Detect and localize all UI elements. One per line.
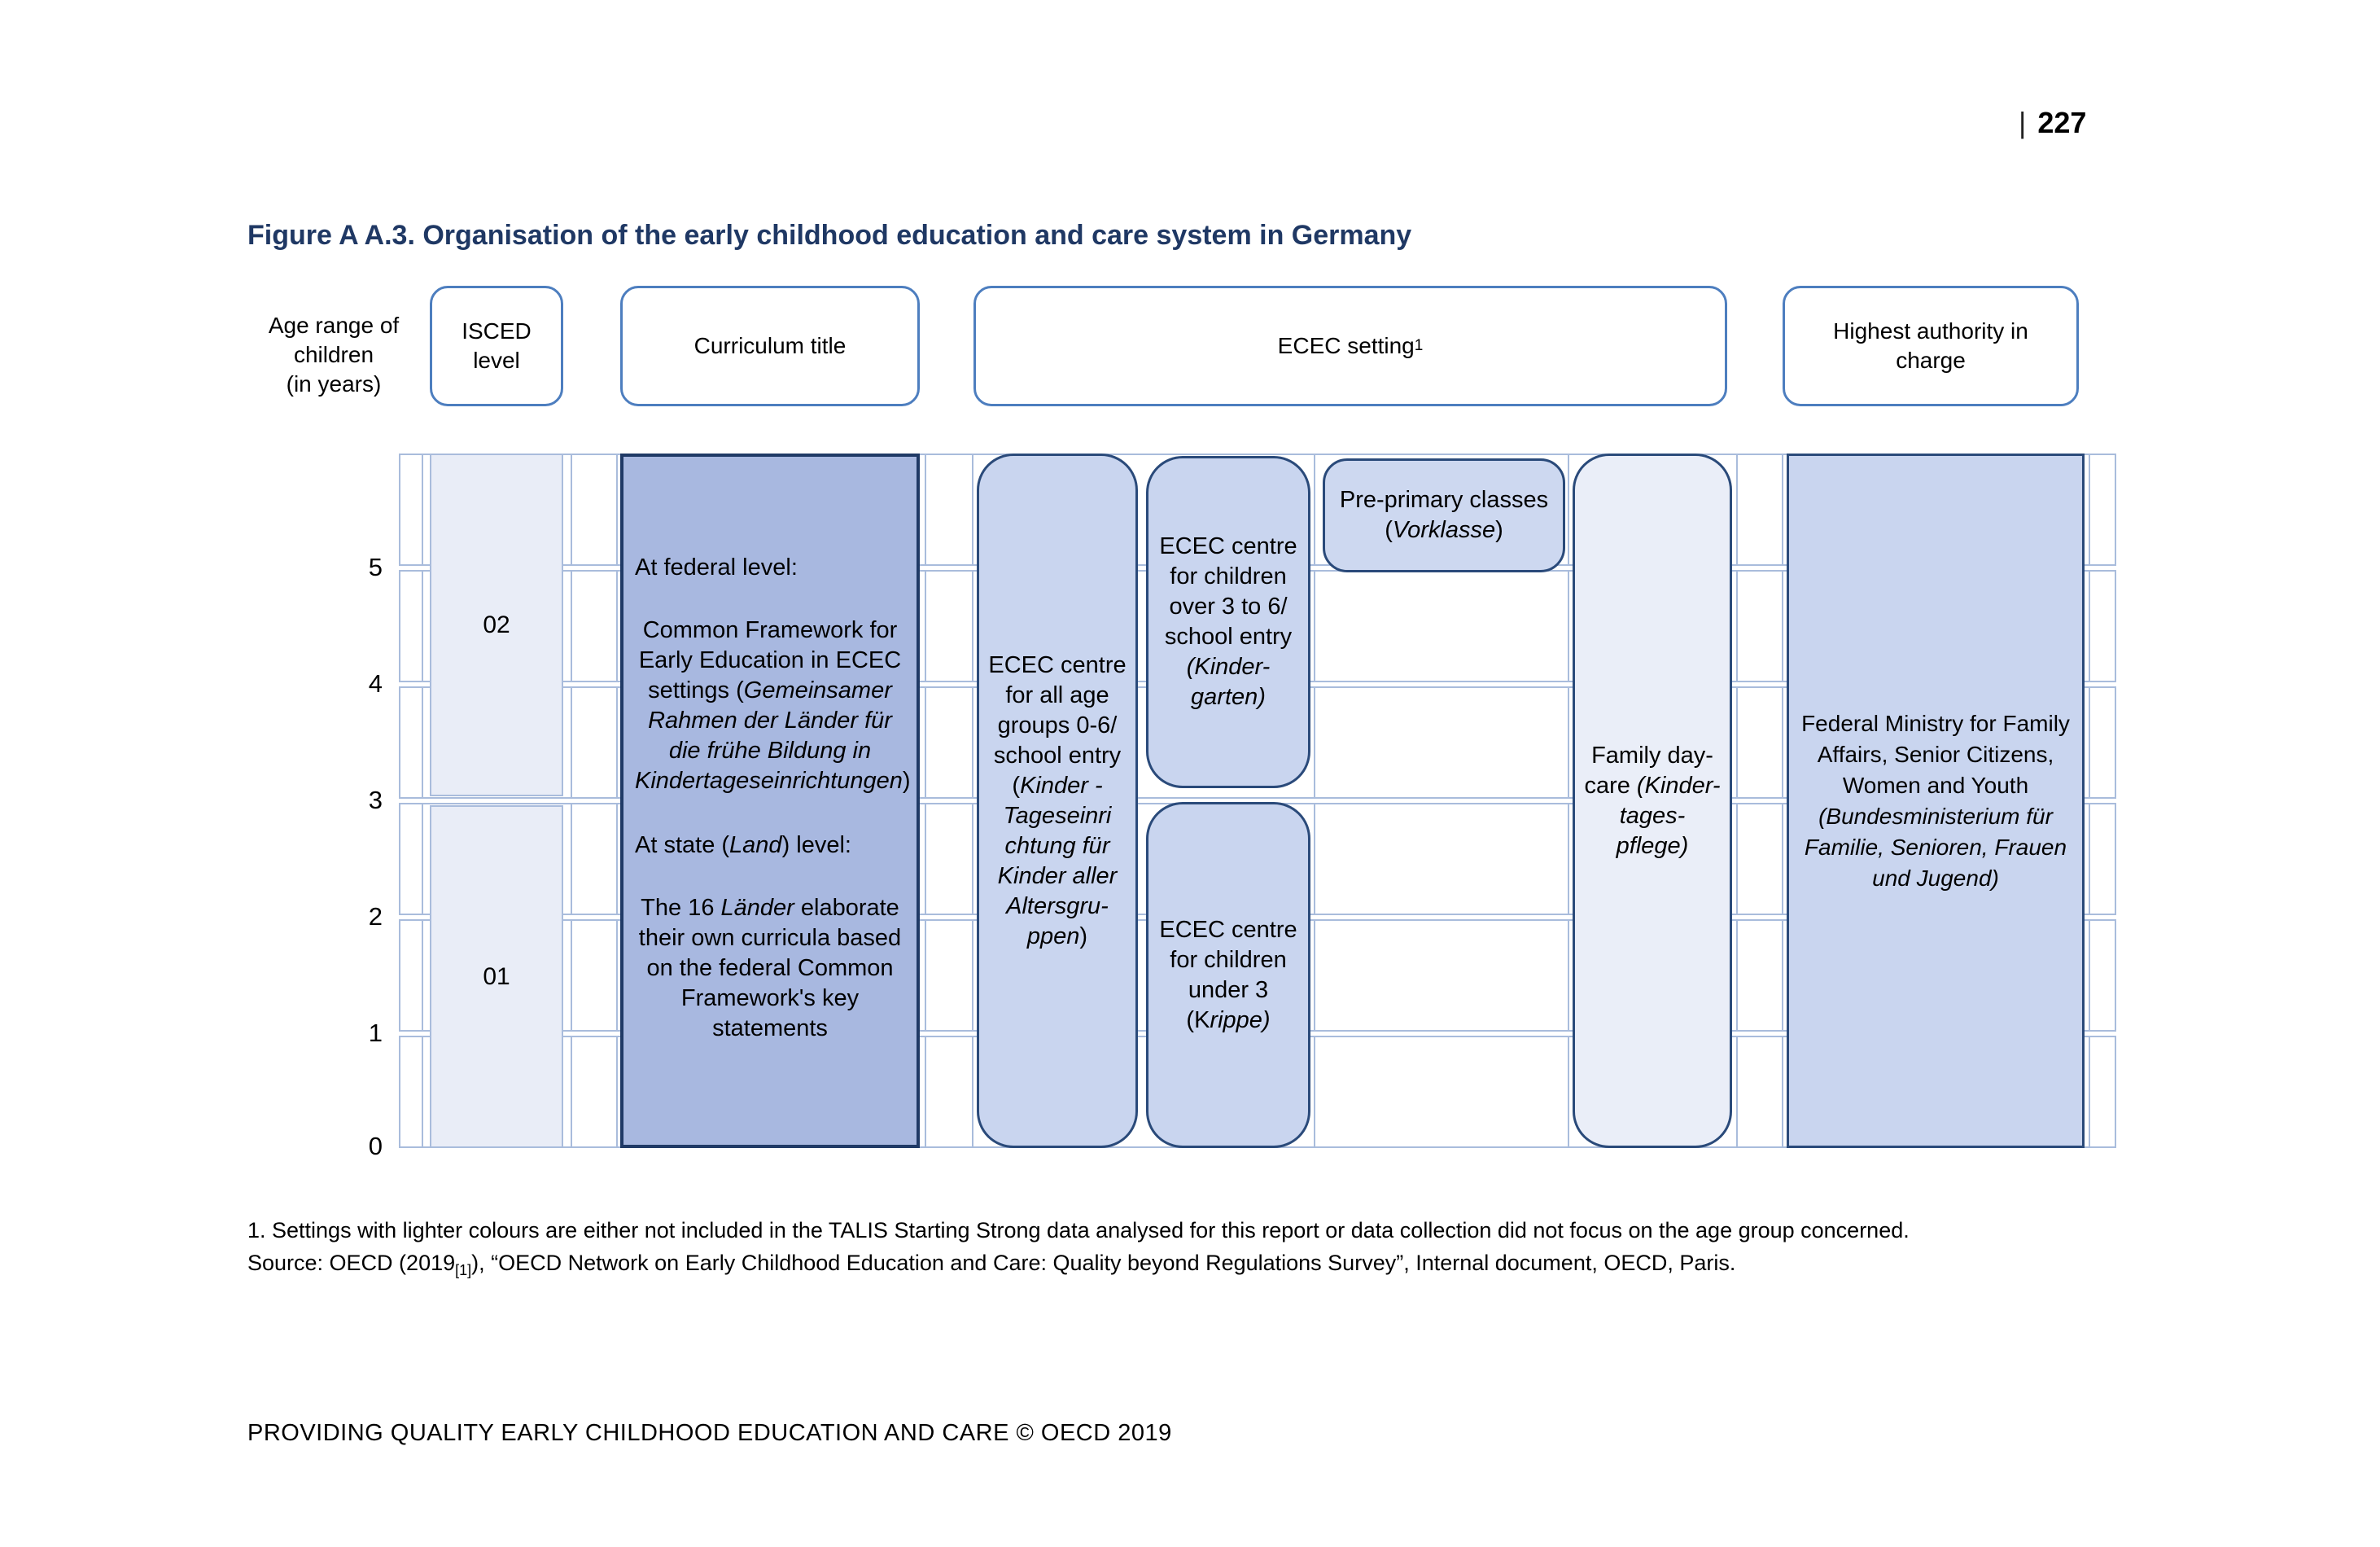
ecec-all-age-centre-label: ECEC centre for all age groups 0-6/ scho…: [988, 651, 1127, 949]
grid-cell: [399, 803, 423, 915]
grid-cell: [1736, 803, 1783, 915]
grid-cell: [925, 570, 973, 682]
highest-authority-header-box: Highest authority in charge: [1783, 286, 2079, 406]
grid-cell: [2089, 919, 2116, 1032]
grid-cell: [2089, 1036, 2116, 1148]
grid-cell: [2089, 570, 2116, 682]
grid-cell: [1736, 686, 1783, 799]
age-axis-label: 4: [368, 669, 383, 698]
grid-cell: [2089, 454, 2116, 566]
ecec-over3-centre-label: ECEC centre for children over 3 to 6/ sc…: [1159, 533, 1297, 710]
grid-cell: [571, 803, 618, 915]
grid-cell: [2089, 803, 2116, 915]
family-day-care-box: Family day-care (Kinder- tages- pflege): [1573, 454, 1732, 1148]
source-line: Source: OECD (2019[1]), “OECD Network on…: [247, 1251, 1736, 1278]
grid-cell: [925, 803, 973, 915]
citation-marker: [1]: [455, 1262, 472, 1278]
family-day-care-label: Family day-care (Kinder- tages- pflege): [1584, 742, 1721, 859]
running-footer: PROVIDING QUALITY EARLY CHILDHOOD EDUCAT…: [247, 1420, 1172, 1446]
curriculum-federal-text: Common Framework for Early Education in …: [635, 617, 911, 794]
footnote-text: 1. Settings with lighter colours are eit…: [247, 1218, 1910, 1242]
grid-cell: [571, 454, 618, 566]
curriculum-federal-heading: At federal level:: [635, 554, 798, 581]
grid-cell: [1314, 570, 1569, 682]
curriculum-state-text: The 16 Länder elaborate their own curric…: [638, 895, 902, 1041]
grid-cell: [925, 454, 973, 566]
grid-cell: [399, 686, 423, 799]
ecec-setting-header-label: ECEC setting: [1277, 333, 1415, 358]
pre-primary-classes-box: Pre-primary classes (Vorklasse): [1323, 458, 1565, 572]
curriculum-state-heading: At state (Land) level:: [635, 832, 851, 858]
federal-ministry-box: Federal Ministry for Family Affairs, Sen…: [1787, 454, 2085, 1148]
grid-cell: [571, 919, 618, 1032]
page-number: |227: [2019, 106, 2087, 139]
grid-cell: [925, 686, 973, 799]
grid-cell: [571, 570, 618, 682]
ecec-under3-centre-box: ECEC centre for children under 3 (Krippe…: [1146, 802, 1310, 1148]
grid-cell: [1736, 919, 1783, 1032]
grid-cell: [1314, 803, 1569, 915]
grid-cell: [399, 570, 423, 682]
figure-title: Figure A A.3. Organisation of the early …: [247, 220, 1412, 251]
grid-cell: [399, 454, 423, 566]
age-axis-label: 2: [368, 902, 383, 931]
grid-cell: [571, 1036, 618, 1148]
grid-cell: [925, 1036, 973, 1148]
isced-level-02-box: 02: [430, 454, 563, 796]
age-axis-label: 5: [368, 553, 383, 581]
curriculum-title-header-box: Curriculum title: [620, 286, 920, 406]
grid-cell: [1736, 1036, 1783, 1148]
grid-cell: [399, 1036, 423, 1148]
ecec-under3-centre-label: ECEC centre for children under 3 (Krippe…: [1159, 916, 1297, 1033]
age-axis-label: 1: [368, 1019, 383, 1047]
grid-cell: [2089, 686, 2116, 799]
age-axis-label: 0: [368, 1132, 383, 1160]
ecec-all-age-centre-box: ECEC centre for all age groups 0-6/ scho…: [977, 454, 1138, 1148]
grid-cell: [1314, 1036, 1569, 1148]
isced-level-01-box: 01: [430, 805, 563, 1148]
grid-cell: [925, 919, 973, 1032]
pre-primary-classes-label: Pre-primary classes (Vorklasse): [1339, 487, 1549, 543]
grid-cell: [1314, 919, 1569, 1032]
grid-cell: [571, 686, 618, 799]
federal-ministry-label: Federal Ministry for Family Affairs, Sen…: [1801, 710, 2070, 891]
age-axis-label: 3: [368, 786, 383, 814]
isced-level-header-box: ISCED level: [430, 286, 563, 406]
grid-cell: [1314, 686, 1569, 799]
page-number-separator: |: [2019, 106, 2027, 139]
age-range-header-label: Age range of children (in years): [268, 313, 400, 397]
ecec-over3-centre-box: ECEC centre for children over 3 to 6/ sc…: [1146, 456, 1310, 788]
grid-cell: [399, 919, 423, 1032]
grid-cell: [1736, 570, 1783, 682]
grid-cell: [1736, 454, 1783, 566]
curriculum-box: At federal level: Common Framework for E…: [620, 454, 920, 1148]
